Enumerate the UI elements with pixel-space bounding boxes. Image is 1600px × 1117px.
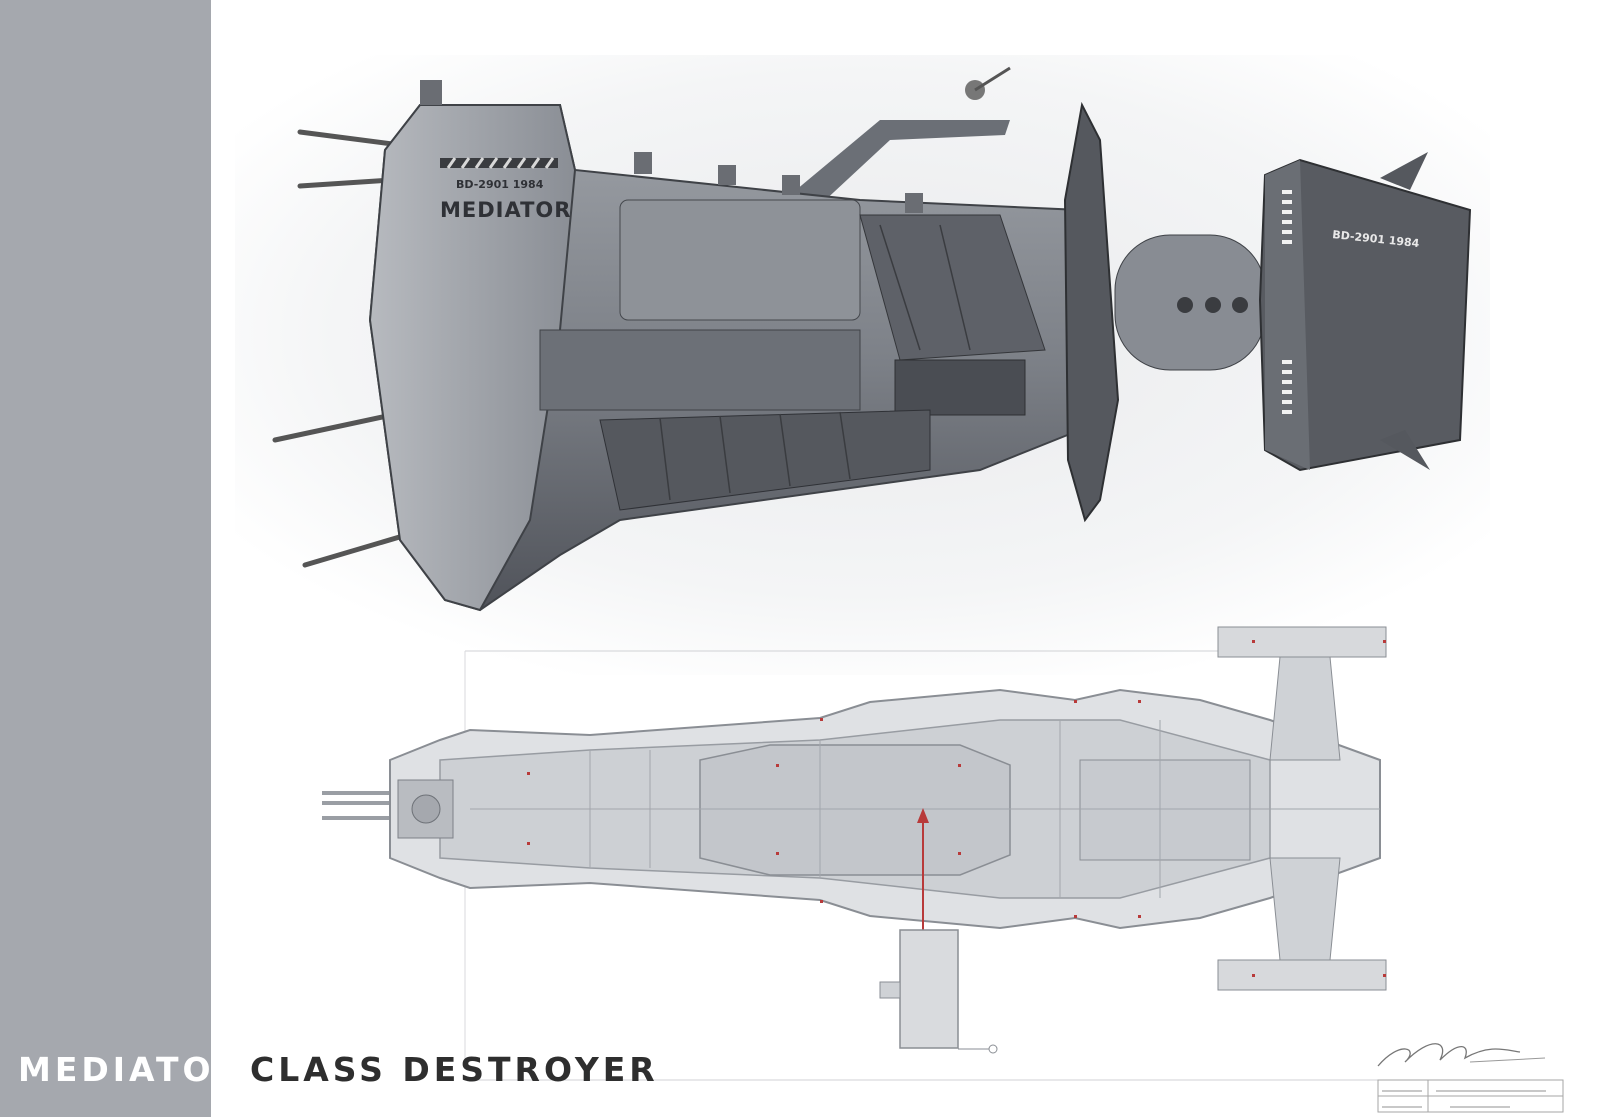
perspective-illustration: BD-2901 1984 MEDIATOR (235, 55, 1490, 675)
blueprint-guns (322, 791, 395, 820)
blueprint-lower-fin (1217, 959, 1387, 991)
title-class-type: CLASS DESTROYER (250, 1050, 659, 1089)
armor-seams (659, 224, 971, 501)
dorsal-turrets (420, 80, 923, 213)
vertical-fin (1063, 101, 1120, 523)
blueprint-topview (322, 626, 1520, 1081)
blueprint-lower-strut (1269, 857, 1341, 961)
armor-plate-block (859, 214, 1046, 361)
bow-section (368, 104, 577, 612)
midship-panel (619, 199, 861, 321)
callout-detail-module (899, 929, 959, 1049)
upper-spike (1380, 152, 1428, 190)
blueprint-upper-fin (1217, 626, 1387, 658)
title-class-name: MEDIATOR (18, 1050, 245, 1089)
engine-block (1258, 158, 1472, 472)
title-block-stamp (1377, 1079, 1564, 1113)
ship-name-marking: MEDIATOR (440, 198, 571, 222)
blueprint-aft-block (1079, 759, 1251, 861)
blueprint-panel-lines (470, 720, 1380, 898)
hazard-stripe (440, 158, 558, 168)
lower-spike (1380, 430, 1430, 470)
blueprint-superstructure (699, 744, 1011, 876)
bow-hull-id: BD-2901 1984 (456, 178, 544, 191)
artist-signature (1377, 1043, 1546, 1067)
bridge-window-block (894, 359, 1026, 416)
lower-armor (599, 409, 931, 511)
gun-deck (539, 329, 861, 411)
engine-face (1265, 160, 1310, 470)
blueprint-upper-strut (1269, 656, 1341, 761)
callout-arrowhead (917, 808, 929, 823)
side-panel (0, 0, 211, 1117)
blueprint-red-markers (527, 640, 1386, 977)
engine-lights (1282, 190, 1292, 414)
